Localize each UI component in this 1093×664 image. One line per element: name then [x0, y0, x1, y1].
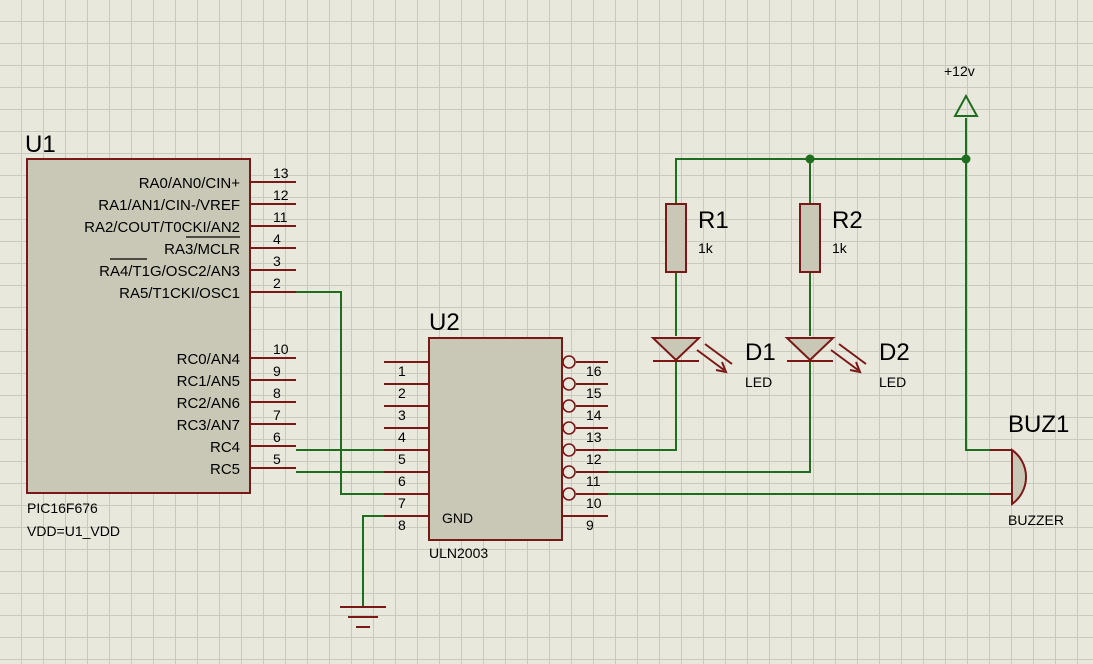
wire-u2-gnd-to-ground	[362, 515, 384, 607]
d2-body[interactable]	[784, 337, 836, 362]
wire-ra5-to-u2-pin6	[296, 291, 384, 495]
u1-pin-num: 10	[273, 341, 289, 357]
r1-value: 1k	[698, 240, 714, 256]
resistor-r1[interactable]: R1 1k	[665, 203, 729, 273]
u1-pin-label-ra2: RA2/COUT/T0CKI/AN2	[84, 219, 240, 236]
u2-pin-num: 12	[586, 451, 602, 467]
wire-vcc-to-buzzer	[965, 118, 990, 451]
u1-pin-num: 4	[273, 231, 281, 247]
u1-pin-num: 11	[273, 209, 288, 225]
u1-pin-label-rc4: RC4	[210, 439, 240, 456]
u2-pin-num: 8	[398, 517, 406, 533]
u1-pin-label-ra4: RA4/T1G/OSC2/AN3	[99, 263, 240, 280]
light-emission-icon	[830, 343, 867, 374]
u1-pin-num: 7	[273, 407, 281, 423]
u1-pin-label-ra3: RA3/MCLR	[164, 241, 240, 258]
d2-ref: D2	[879, 339, 910, 366]
u1-pin-num: 6	[273, 429, 281, 445]
u1-pin-label-rc3: RC3/AN7	[177, 417, 240, 434]
u2-pin-num: 7	[398, 495, 406, 511]
u1-pin-num: 9	[273, 363, 281, 379]
u2-pin-num: 3	[398, 407, 406, 423]
d1-value: LED	[745, 374, 772, 390]
u1-pin-num: 2	[273, 275, 281, 291]
u1-ref: U1	[25, 131, 56, 158]
u1-pin-num: 8	[273, 385, 281, 401]
junction-dot	[805, 154, 815, 164]
u1-pin-label-rc2: RC2/AN6	[177, 395, 240, 412]
u2-pin-num: 11	[586, 473, 601, 489]
power-terminal[interactable]: +12v	[944, 63, 979, 117]
d1-body[interactable]	[650, 337, 702, 362]
u1-pin-num: 13	[273, 165, 289, 181]
led-d1[interactable]: D1 LED	[650, 337, 776, 390]
u1-pin-label-rc0: RC0/AN4	[177, 351, 240, 368]
u2-pin-num: 10	[586, 495, 602, 511]
u1-body[interactable]	[26, 158, 251, 494]
power-arrow-icon	[953, 93, 979, 117]
u1-pin-label-rc1: RC1/AN5	[177, 373, 240, 390]
u1-pin-num: 3	[273, 253, 281, 269]
power-label: +12v	[944, 63, 975, 79]
buzzer-body[interactable]	[1011, 448, 1028, 506]
r1-ref: R1	[698, 207, 729, 234]
u2-pin-num: 6	[398, 473, 406, 489]
r1-body[interactable]	[665, 203, 687, 273]
u1-pin-num: 5	[273, 451, 281, 467]
r2-value: 1k	[832, 240, 848, 256]
u2-pin-num: 13	[586, 429, 602, 445]
wire-u2-12-to-d2	[608, 360, 811, 473]
d1-ref: D1	[745, 339, 776, 366]
u2-pin-num: 9	[586, 517, 594, 533]
u2-pin-num: 5	[398, 451, 406, 467]
u2-ref: U2	[429, 309, 460, 336]
wire-supply-rail	[675, 158, 966, 204]
u2-left-stubs	[384, 361, 429, 517]
r2-body[interactable]	[799, 203, 821, 273]
u2-right-stubs	[562, 355, 608, 517]
buz1-ref: BUZ1	[1008, 411, 1069, 438]
buz1-value: BUZZER	[1008, 512, 1064, 528]
resistor-r2[interactable]: R2 1k	[799, 203, 863, 273]
junction-dot	[961, 154, 971, 164]
d2-value: LED	[879, 374, 906, 390]
u1-part: PIC16F676	[27, 500, 98, 516]
u2-part: ULN2003	[429, 545, 488, 561]
led-d2[interactable]: D2 LED	[784, 337, 910, 390]
u1-pin-stubs	[250, 181, 296, 469]
u2-pin-num: 1	[398, 363, 406, 379]
u1-vdd: VDD=U1_VDD	[27, 523, 120, 539]
light-emission-icon	[696, 343, 733, 374]
u1-pin-label-rc5: RC5	[210, 461, 240, 478]
u1-pin-label-ra5: RA5/T1CKI/OSC1	[119, 285, 240, 302]
wire-u2-13-to-d1	[608, 360, 677, 451]
r2-ref: R2	[832, 207, 863, 234]
ground-symbol	[340, 606, 386, 628]
u2-pin-num: 14	[586, 407, 602, 423]
buzzer-buz1[interactable]: BUZ1 BUZZER	[990, 411, 1069, 528]
u2-pin-num: 4	[398, 429, 406, 445]
u2-pin-num: 2	[398, 385, 406, 401]
wires	[296, 118, 990, 607]
u2-gnd-label: GND	[442, 510, 473, 526]
u2-uln2003[interactable]: U2 ULN2003 GND 1 2 3 4 5 6 7 8	[384, 309, 608, 561]
u1-pin-label-ra1: RA1/AN1/CIN-/VREF	[98, 197, 240, 214]
u2-body[interactable]	[428, 337, 563, 541]
u1-pin-num: 12	[273, 187, 289, 203]
u2-pin-num: 15	[586, 385, 602, 401]
u2-pin-num: 16	[586, 363, 602, 379]
u1-pin-label-ra0: RA0/AN0/CIN+	[139, 175, 241, 192]
u1-pic16f676[interactable]: U1 PIC16F676 VDD=U1_VDD RA0/AN0/CIN+ RA1…	[25, 131, 296, 539]
